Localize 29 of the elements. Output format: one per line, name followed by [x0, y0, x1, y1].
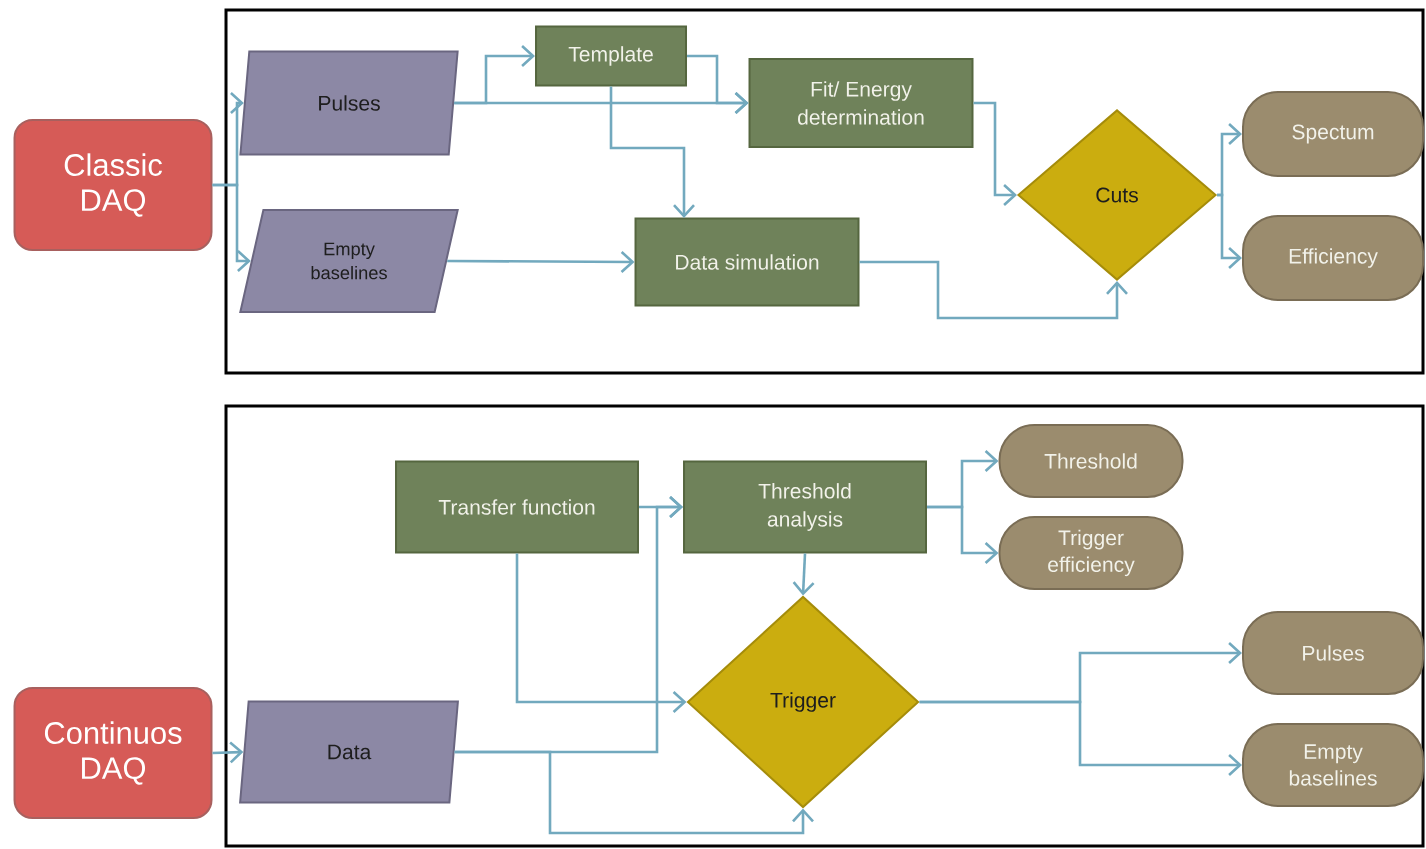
arrow [212, 741, 244, 764]
arrow [212, 183, 251, 272]
process-box: Transfer function [395, 460, 639, 554]
process-box: Data simulation [634, 217, 860, 307]
data-parallelogram: Empty baselines [239, 209, 459, 313]
arrow [1217, 193, 1242, 269]
result-terminal: Spectum [1242, 91, 1424, 177]
arrow [515, 553, 687, 713]
source-box: Classic DAQ [13, 119, 213, 251]
arrow [927, 505, 999, 564]
result-terminal: Pulses [1242, 611, 1424, 695]
process-box: Template [535, 25, 687, 87]
result-terminal: Threshold [998, 424, 1184, 498]
arrow [792, 553, 815, 596]
arrow [859, 260, 1128, 320]
process-box: Fit/ Energy determination [748, 58, 974, 148]
data-parallelogram: Pulses [239, 50, 459, 156]
process-box: Threshold analysis [683, 460, 927, 554]
arrow [687, 54, 749, 114]
result-terminal: Empty baselines [1242, 723, 1424, 807]
arrow [447, 250, 635, 273]
result-terminal: Trigger efficiency [998, 516, 1184, 590]
arrow [609, 86, 695, 218]
source-box: Continuos DAQ [13, 687, 213, 819]
result-terminal: Efficiency [1242, 215, 1424, 301]
arrow [454, 750, 814, 835]
arrow [919, 700, 1242, 776]
arrow [973, 101, 1017, 206]
data-parallelogram: Data [239, 700, 459, 804]
